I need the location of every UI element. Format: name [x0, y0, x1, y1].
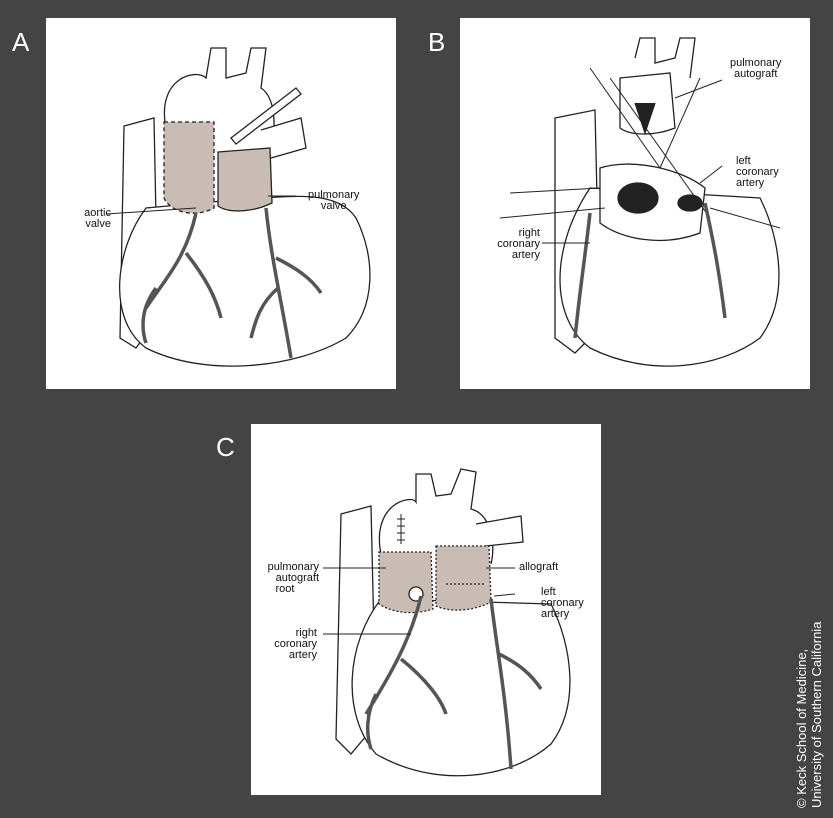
panel-b-letter: B: [428, 27, 446, 57]
heart-illustration-a: [105, 47, 371, 367]
heart-illustration-b: [499, 37, 781, 367]
label-allograft: allograft: [519, 561, 559, 573]
panel-a-letter: A: [12, 27, 30, 57]
autograft-root: [378, 551, 434, 614]
allograft-segment: [435, 545, 492, 611]
pulmonary-root: [217, 147, 273, 212]
aortic-root: [163, 121, 215, 214]
panel-c-letter: C: [216, 432, 235, 462]
heart-illustration-c: [323, 468, 571, 777]
copyright-credit: © Keck School of Medicine, University of…: [794, 621, 824, 808]
